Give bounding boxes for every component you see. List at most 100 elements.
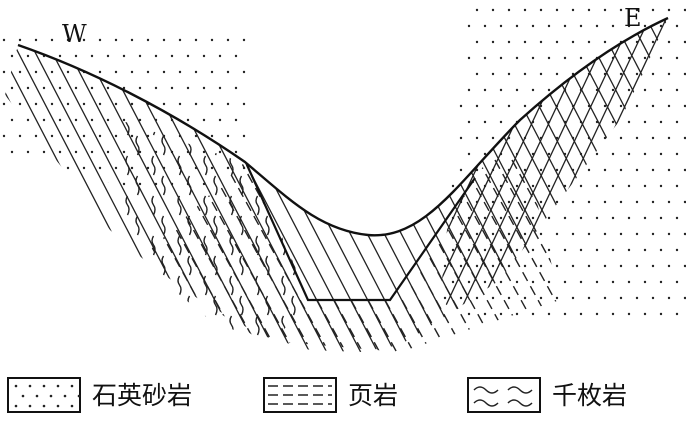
sand-dot bbox=[114, 38, 118, 42]
shale-dash-line bbox=[0, 160, 10, 360]
sand-dot bbox=[635, 72, 639, 76]
sand-dot bbox=[643, 280, 647, 284]
sand-dot bbox=[483, 56, 487, 60]
sand-dot bbox=[138, 54, 142, 58]
sand-dot bbox=[459, 232, 463, 236]
sand-dot bbox=[507, 136, 511, 140]
wave-mark bbox=[291, 295, 296, 316]
sand-dot bbox=[218, 86, 222, 90]
sand-dot bbox=[523, 104, 527, 108]
sand-dot bbox=[651, 72, 655, 76]
shale-body-outline bbox=[245, 164, 476, 302]
shale-dash-line bbox=[0, 160, 78, 360]
sand-dot bbox=[10, 118, 14, 122]
wave-mark bbox=[265, 215, 270, 236]
sand-dot bbox=[50, 38, 54, 42]
sand-dot bbox=[523, 296, 527, 300]
legend-item-sandstone: 石英砂岩 bbox=[7, 377, 192, 413]
hatch-line bbox=[177, 18, 399, 352]
legend-dot bbox=[56, 404, 60, 408]
sand-dot bbox=[507, 296, 511, 300]
sand-dot bbox=[459, 296, 463, 300]
sand-dot bbox=[499, 248, 503, 252]
shale-dash-line bbox=[154, 159, 266, 352]
sand-dot bbox=[18, 166, 22, 170]
shale-dash-line bbox=[580, 160, 686, 360]
wave-mark bbox=[125, 155, 130, 176]
sand-dot bbox=[547, 216, 551, 220]
sand-dot bbox=[114, 70, 118, 74]
sand-dot bbox=[154, 182, 158, 186]
wave-mark bbox=[255, 235, 260, 256]
sand-dot bbox=[234, 54, 238, 58]
wave-mark bbox=[187, 215, 192, 236]
sand-dot bbox=[619, 136, 623, 140]
sand-dot bbox=[162, 70, 166, 74]
wave-mark bbox=[255, 315, 260, 336]
sand-dot bbox=[186, 150, 190, 154]
wave-mark bbox=[177, 235, 182, 256]
sand-dot bbox=[555, 296, 559, 300]
sand-dot bbox=[130, 166, 134, 170]
sand-dot bbox=[178, 70, 182, 74]
sand-dot bbox=[18, 134, 22, 138]
sandstone-dots-east bbox=[443, 8, 686, 316]
sand-dot bbox=[643, 216, 647, 220]
sand-dot bbox=[499, 184, 503, 188]
sand-dot bbox=[2, 38, 6, 42]
hatch-line bbox=[143, 18, 365, 352]
sand-dot bbox=[579, 56, 583, 60]
sand-dot bbox=[563, 88, 567, 92]
sand-dot bbox=[154, 86, 158, 90]
sand-dot bbox=[66, 166, 70, 170]
sand-dot bbox=[531, 216, 535, 220]
sand-dot bbox=[459, 72, 463, 76]
sand-dot bbox=[475, 232, 479, 236]
sand-dot bbox=[162, 38, 166, 42]
shale-dash-line bbox=[614, 160, 686, 360]
sand-dot bbox=[467, 56, 471, 60]
sand-dot bbox=[2, 102, 6, 106]
sand-dot bbox=[659, 24, 663, 28]
sand-dot bbox=[451, 216, 455, 220]
sand-dot bbox=[475, 40, 479, 44]
shale-dash-line bbox=[477, 159, 560, 352]
hatch-line bbox=[440, 18, 608, 330]
hatch-line bbox=[440, 18, 591, 330]
sand-dot bbox=[186, 54, 190, 58]
sand-dot bbox=[539, 8, 543, 12]
sand-dot bbox=[635, 8, 639, 12]
sand-dot bbox=[491, 8, 495, 12]
sand-dot bbox=[675, 280, 679, 284]
sand-dot bbox=[619, 264, 623, 268]
sand-dot bbox=[50, 70, 54, 74]
sand-dot bbox=[122, 54, 126, 58]
sand-dot bbox=[667, 296, 671, 300]
sand-dot bbox=[146, 166, 150, 170]
sand-dot bbox=[491, 72, 495, 76]
sand-dot bbox=[170, 118, 174, 122]
sand-dot bbox=[451, 184, 455, 188]
sand-dot bbox=[507, 104, 511, 108]
sand-dot bbox=[555, 72, 559, 76]
sand-dot bbox=[459, 136, 463, 140]
hatch-line bbox=[610, 18, 668, 330]
sand-dot bbox=[563, 312, 567, 316]
sand-dot bbox=[234, 118, 238, 122]
sand-dot bbox=[154, 150, 158, 154]
sand-dot bbox=[555, 232, 559, 236]
wave-mark bbox=[135, 295, 140, 316]
sand-dot bbox=[178, 134, 182, 138]
sand-dot bbox=[475, 104, 479, 108]
sand-dot bbox=[90, 118, 94, 122]
wave-mark bbox=[213, 255, 218, 276]
sand-dot bbox=[587, 200, 591, 204]
sand-dot bbox=[10, 54, 14, 58]
sand-dot bbox=[18, 38, 22, 42]
sand-dot bbox=[523, 200, 527, 204]
sand-dot bbox=[667, 104, 671, 108]
sand-dot bbox=[2, 166, 6, 170]
sand-dot bbox=[507, 264, 511, 268]
sand-dot bbox=[531, 120, 535, 124]
sand-dot bbox=[587, 232, 591, 236]
